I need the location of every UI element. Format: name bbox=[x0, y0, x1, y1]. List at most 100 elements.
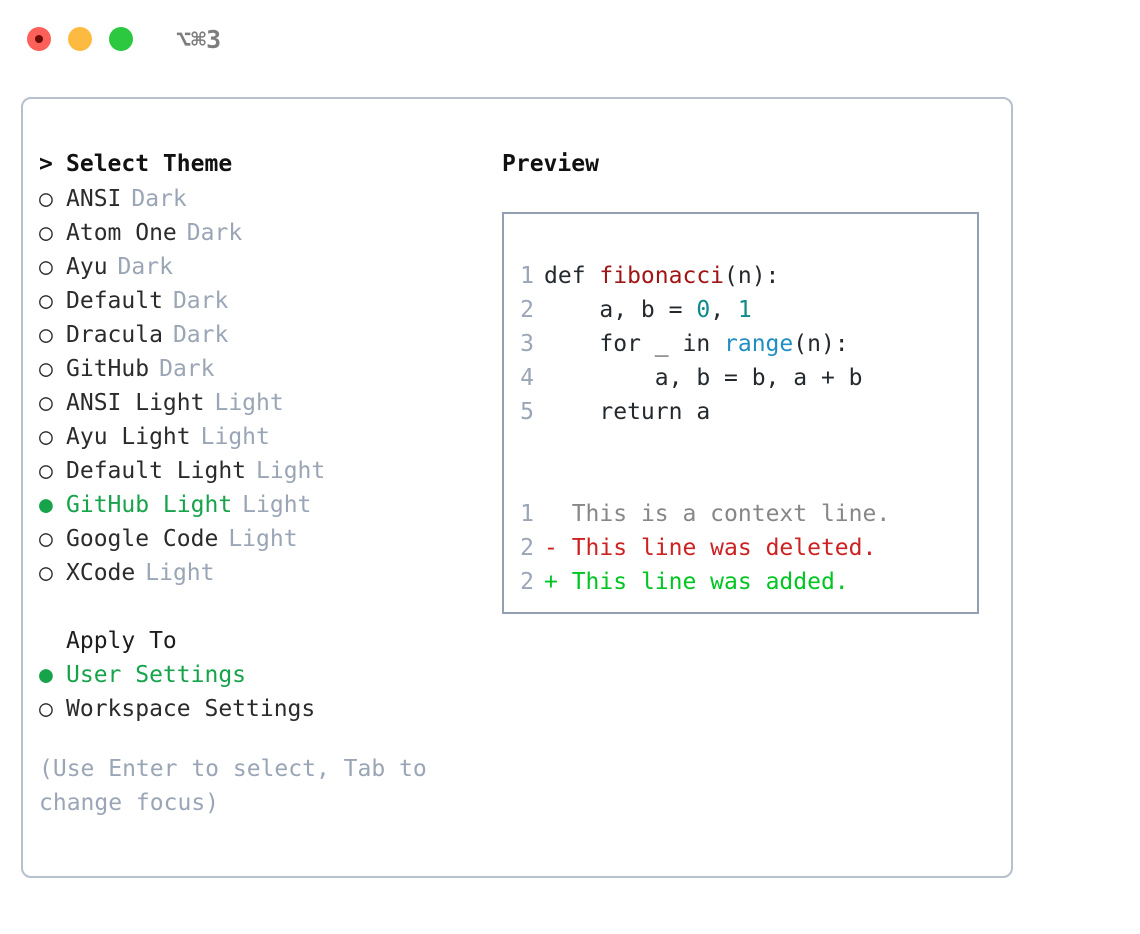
radio-unselected-icon: ○ bbox=[39, 186, 53, 212]
radio-unselected-icon: ○ bbox=[39, 390, 53, 416]
theme-list-item[interactable]: ○ Default Light Light bbox=[39, 454, 489, 488]
window-title: ⌥⌘3 bbox=[176, 24, 222, 54]
radio-unselected-icon: ○ bbox=[39, 424, 53, 450]
code-indent bbox=[544, 361, 655, 395]
theme-type-tag: Dark bbox=[186, 220, 243, 246]
select-theme-header: >Select Theme bbox=[39, 146, 489, 182]
code-token-function: fibonacci bbox=[599, 263, 725, 289]
code-token-number: 1 bbox=[737, 297, 752, 323]
code-token: , bbox=[710, 297, 738, 323]
theme-type-tag: Light bbox=[145, 560, 215, 586]
maximize-window-button[interactable] bbox=[109, 27, 133, 51]
code-token-number: 0 bbox=[696, 297, 711, 323]
close-window-button[interactable] bbox=[27, 27, 51, 51]
theme-list-item[interactable]: ○ Dracula Dark bbox=[39, 318, 489, 352]
line-number: 2 bbox=[520, 535, 534, 561]
keyboard-help-text: (Use Enter to select, Tab to change focu… bbox=[39, 756, 427, 816]
radio-unselected-icon: ○ bbox=[39, 322, 53, 348]
diff-line-deleted: 2- This line was deleted. bbox=[504, 531, 977, 565]
code-token: a, b = b, a + b bbox=[654, 365, 863, 391]
apply-to-item-workspace-settings[interactable]: ○ Workspace Settings bbox=[39, 692, 489, 726]
code-line: 5 return a bbox=[504, 395, 977, 429]
diff-text: This line was added. bbox=[571, 569, 849, 595]
theme-name: Default bbox=[66, 288, 163, 314]
close-icon bbox=[35, 35, 43, 43]
code-token: (n): bbox=[793, 331, 849, 357]
diff-sign: + bbox=[544, 569, 572, 595]
line-number: 4 bbox=[520, 365, 534, 391]
code-indent bbox=[544, 395, 599, 429]
theme-list-item[interactable]: ○ XCode Light bbox=[39, 556, 489, 590]
diff-line-added: 2 + This line was added. bbox=[504, 565, 977, 599]
theme-list-item[interactable]: ○ GitHub Dark bbox=[39, 352, 489, 386]
theme-type-tag: Light bbox=[228, 526, 298, 552]
theme-list-item[interactable]: ○ ANSI Light Light bbox=[39, 386, 489, 420]
apply-to-item-user-settings[interactable]: ● User Settings bbox=[39, 658, 489, 692]
code-indent bbox=[544, 293, 599, 327]
theme-name: Atom One bbox=[66, 220, 177, 246]
radio-unselected-icon: ○ bbox=[39, 254, 53, 280]
theme-list-item[interactable]: ○ Default Dark bbox=[39, 284, 489, 318]
code-line: 3 for _ in range(n): bbox=[504, 327, 977, 361]
theme-list-item[interactable]: ○ Google Code Light bbox=[39, 522, 489, 556]
diff-text: This is a context line. bbox=[571, 501, 891, 527]
title-bar: ⌥⌘3 bbox=[0, 0, 1140, 78]
code-blank-line bbox=[504, 429, 977, 463]
theme-name: GitHub bbox=[66, 356, 150, 382]
code-token: (n): bbox=[724, 263, 780, 289]
theme-name: Ayu bbox=[66, 254, 108, 280]
radio-unselected-icon: ○ bbox=[39, 560, 53, 586]
diff-sign: - bbox=[544, 535, 572, 561]
radio-unselected-icon: ○ bbox=[39, 458, 53, 484]
theme-name: GitHub Light bbox=[66, 492, 233, 518]
theme-name: ANSI bbox=[66, 186, 122, 212]
code-token: return a bbox=[599, 399, 711, 425]
code-token: for _ in bbox=[599, 331, 725, 357]
code-token: def bbox=[544, 263, 600, 289]
theme-list-item-selected[interactable]: ● GitHub Light Light bbox=[39, 488, 489, 522]
theme-type-tag: Dark bbox=[159, 356, 215, 382]
theme-name: ANSI Light bbox=[66, 390, 205, 416]
theme-name: Google Code bbox=[66, 526, 219, 552]
theme-type-tag: Dark bbox=[172, 322, 229, 348]
code-blank-line bbox=[504, 463, 977, 497]
apply-to-header-label: Apply To bbox=[66, 628, 177, 654]
diff-sign bbox=[544, 497, 572, 531]
theme-name: XCode bbox=[66, 560, 136, 586]
traffic-lights bbox=[27, 27, 133, 51]
apply-to-item-label: User Settings bbox=[66, 662, 247, 688]
line-number: 2 bbox=[520, 569, 534, 595]
code-token: a, b = bbox=[599, 297, 697, 323]
radio-unselected-icon: ○ bbox=[39, 356, 53, 382]
radio-unselected-icon: ○ bbox=[39, 288, 53, 314]
apply-to-header: Apply To bbox=[39, 624, 489, 658]
radio-unselected-icon: ○ bbox=[39, 526, 53, 552]
code-line: 4 a, b = b, a + b bbox=[504, 361, 977, 395]
radio-selected-icon: ● bbox=[39, 662, 53, 688]
theme-name: Ayu Light bbox=[66, 424, 191, 450]
prompt-caret-icon: > bbox=[39, 151, 53, 177]
theme-type-tag: Light bbox=[256, 458, 326, 484]
minimize-window-button[interactable] bbox=[68, 27, 92, 51]
code-indent bbox=[544, 327, 599, 361]
theme-type-tag: Light bbox=[242, 492, 312, 518]
theme-type-tag: Dark bbox=[131, 186, 187, 212]
line-number: 2 bbox=[520, 297, 534, 323]
apply-to-item-label: Workspace Settings bbox=[66, 696, 316, 722]
theme-type-tag: Light bbox=[214, 390, 284, 416]
theme-name: Dracula bbox=[66, 322, 163, 348]
diff-line-context: 1 This is a context line. bbox=[504, 497, 977, 531]
theme-type-tag: Dark bbox=[172, 288, 229, 314]
radio-unselected-icon: ○ bbox=[39, 696, 53, 722]
theme-name: Default Light bbox=[66, 458, 247, 484]
theme-list-item[interactable]: ○ ANSI Dark bbox=[39, 182, 489, 216]
radio-selected-icon: ● bbox=[39, 492, 53, 518]
